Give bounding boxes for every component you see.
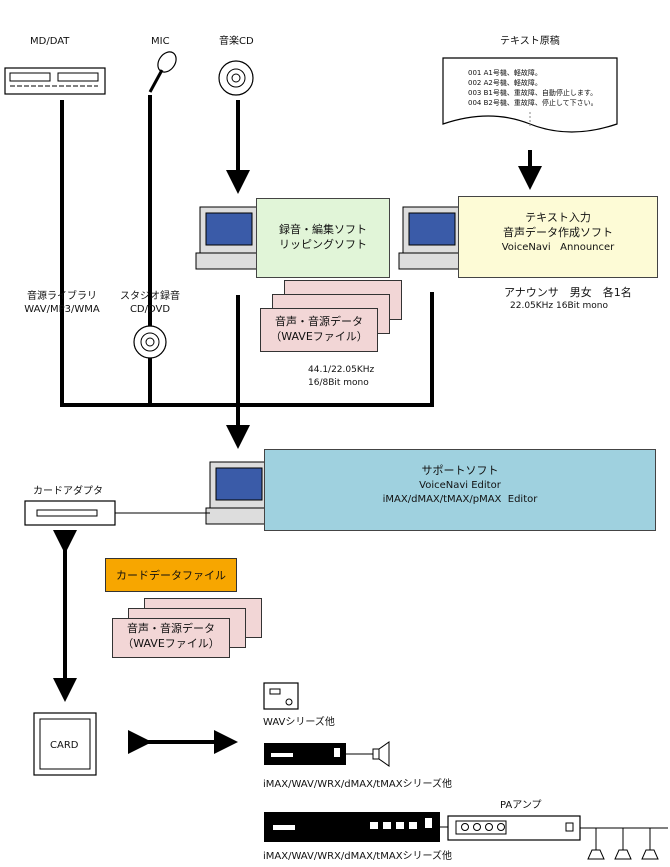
- wav-series-device-icon: [263, 682, 299, 710]
- manuscript-line-2: 002 A2号機、軽故障。: [468, 79, 542, 87]
- announcer-software-line1: テキスト入力: [525, 211, 591, 224]
- imax-device-1-icon: [264, 743, 346, 765]
- studio-cd-icon: [133, 325, 167, 359]
- recording-computer-icon: [195, 206, 263, 270]
- manuscript-line-4: 004 B2号機、重故障、停止して下さい。: [468, 99, 598, 107]
- manuscript-line-3: 003 B1号機、重故障、自動停止します。: [468, 89, 598, 97]
- sound-library-line2: WAV/MP3/WMA: [24, 304, 100, 315]
- wave-data-card-top: 音声・音源データ （WAVEファイル）: [260, 308, 378, 352]
- announcer-note-line1: アナウンサ 男女 各1名: [504, 286, 632, 299]
- card-icon: [33, 712, 97, 776]
- announcer-software-line3: VoiceNavi Announcer: [501, 242, 615, 253]
- wave-data-card-bottom: 音声・音源データ （WAVEファイル）: [112, 618, 230, 658]
- card-data-file-box: カードデータファイル: [105, 558, 237, 592]
- manuscript-paper-icon: [442, 57, 618, 133]
- wave-data-bottom-line2: （WAVEファイル）: [122, 637, 220, 650]
- imax-series-label-1: iMAX/WAV/WRX/dMAX/tMAXシリーズ他: [263, 779, 453, 790]
- support-software-line3: iMAX/dMAX/tMAX/pMAX Editor: [382, 494, 538, 505]
- announcer-note-line2: 22.05KHz 16Bit mono: [510, 301, 609, 311]
- recording-software-line2: リッピングソフト: [279, 238, 367, 251]
- support-software-line1: サポートソフト: [421, 464, 499, 477]
- card-label: CARD: [50, 740, 79, 751]
- md-dat-label: MD/DAT: [30, 36, 70, 47]
- wave-spec-line2: 16/8Bit mono: [308, 378, 369, 388]
- support-computer-icon: [205, 461, 273, 525]
- pa-amp-icon: [447, 815, 581, 841]
- wave-data-top-line2: （WAVEファイル）: [270, 330, 368, 343]
- speaker-icon: [372, 741, 390, 767]
- music-cd-label: 音楽CD: [219, 36, 254, 47]
- recording-software-box: 録音・編集ソフト リッピングソフト: [256, 198, 390, 278]
- card-data-file-label: カードデータファイル: [116, 569, 226, 582]
- md-dat-icon: [4, 67, 106, 95]
- wav-series-label: WAVシリーズ他: [263, 717, 335, 728]
- recording-software-line1: 録音・編集ソフト: [279, 223, 367, 236]
- card-adapter-label: カードアダプタ: [33, 486, 103, 497]
- wave-spec-line1: 44.1/22.05KHz: [308, 365, 375, 375]
- card-adapter-icon: [24, 500, 116, 526]
- announcer-computer-icon: [398, 206, 466, 270]
- studio-line2: CD/DVD: [129, 304, 171, 315]
- pa-amp-label: PAアンプ: [500, 800, 542, 811]
- manuscript-label: テキスト原稿: [500, 36, 560, 47]
- sound-library-line1: 音源ライブラリ: [27, 291, 97, 302]
- music-cd-icon: [218, 60, 254, 96]
- imax-device-2-icon: [264, 812, 440, 842]
- announcer-software-line2: 音声データ作成ソフト: [503, 226, 613, 239]
- studio-line1: スタジオ録音: [120, 291, 180, 302]
- support-software-box: サポートソフト VoiceNavi Editor iMAX/dMAX/tMAX/…: [264, 449, 656, 531]
- mic-label: MIC: [151, 36, 170, 47]
- wave-data-bottom-line1: 音声・音源データ: [127, 622, 215, 635]
- wave-data-top-line1: 音声・音源データ: [275, 315, 363, 328]
- microphone-icon: [148, 51, 177, 93]
- support-software-line2: VoiceNavi Editor: [419, 480, 501, 491]
- ceiling-speakers-icon: [587, 828, 659, 860]
- manuscript-line-1: 001 A1号機、軽故障。: [468, 69, 542, 77]
- announcer-software-box: テキスト入力 音声データ作成ソフト VoiceNavi Announcer: [458, 196, 658, 278]
- imax-series-label-2: iMAX/WAV/WRX/dMAX/tMAXシリーズ他: [263, 851, 453, 862]
